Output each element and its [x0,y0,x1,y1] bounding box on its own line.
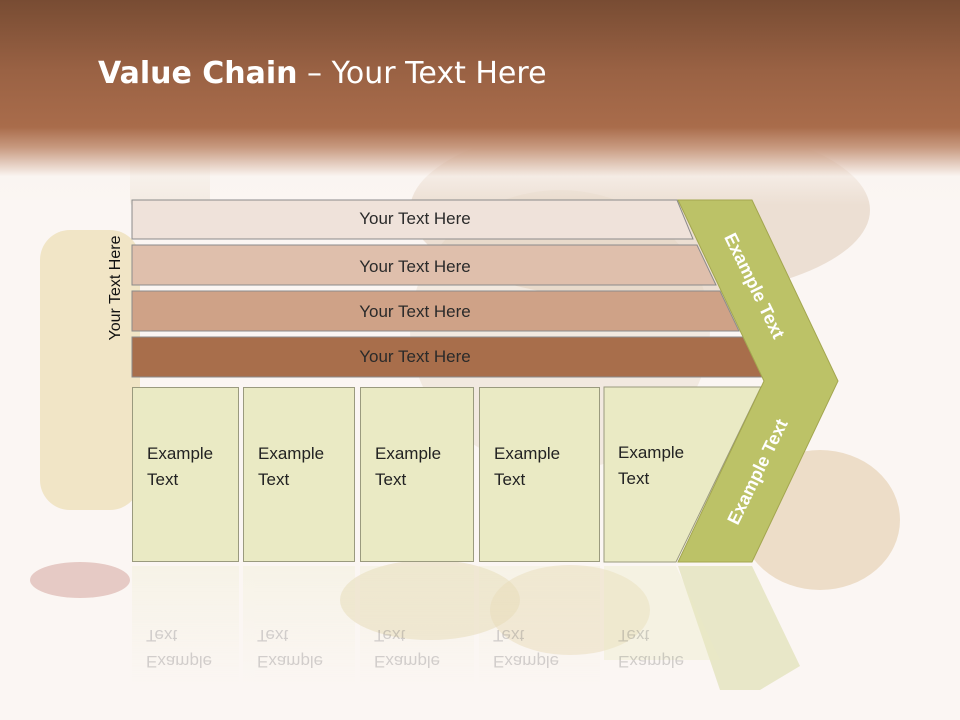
box-1-line-2: Text [147,470,179,489]
box-5-line-1: Example [618,443,685,462]
bar-1-label: Your Text Here [359,209,471,228]
bar-1[interactable] [131,199,694,240]
bar-2-label: Your Text Here [359,257,471,276]
box-4-line-2: Text [494,470,526,489]
title-band [0,0,960,205]
chevron-arrow[interactable] [677,199,839,563]
box-3-line-2: Text [375,470,407,489]
last-box-shape[interactable] [603,386,762,563]
last-box-reflection [604,566,720,660]
chevron-reflection [678,566,800,690]
bar-4-label: Your Text Here [359,347,471,366]
box-1-line-1: Example [147,444,214,463]
slide-title: Value Chain – Your Text Here [98,56,547,91]
bar-2[interactable] [131,244,717,286]
vertical-label: Your Text Here [107,235,124,341]
box-2-line-1: Example [258,444,325,463]
bar-3[interactable] [131,290,740,332]
box-4-line-1: Example [494,444,561,463]
box-5-line-2: Text [618,469,650,488]
bar-3-label: Your Text Here [359,302,471,321]
box-3-line-1: Example [375,444,442,463]
box-2-line-2: Text [258,470,290,489]
